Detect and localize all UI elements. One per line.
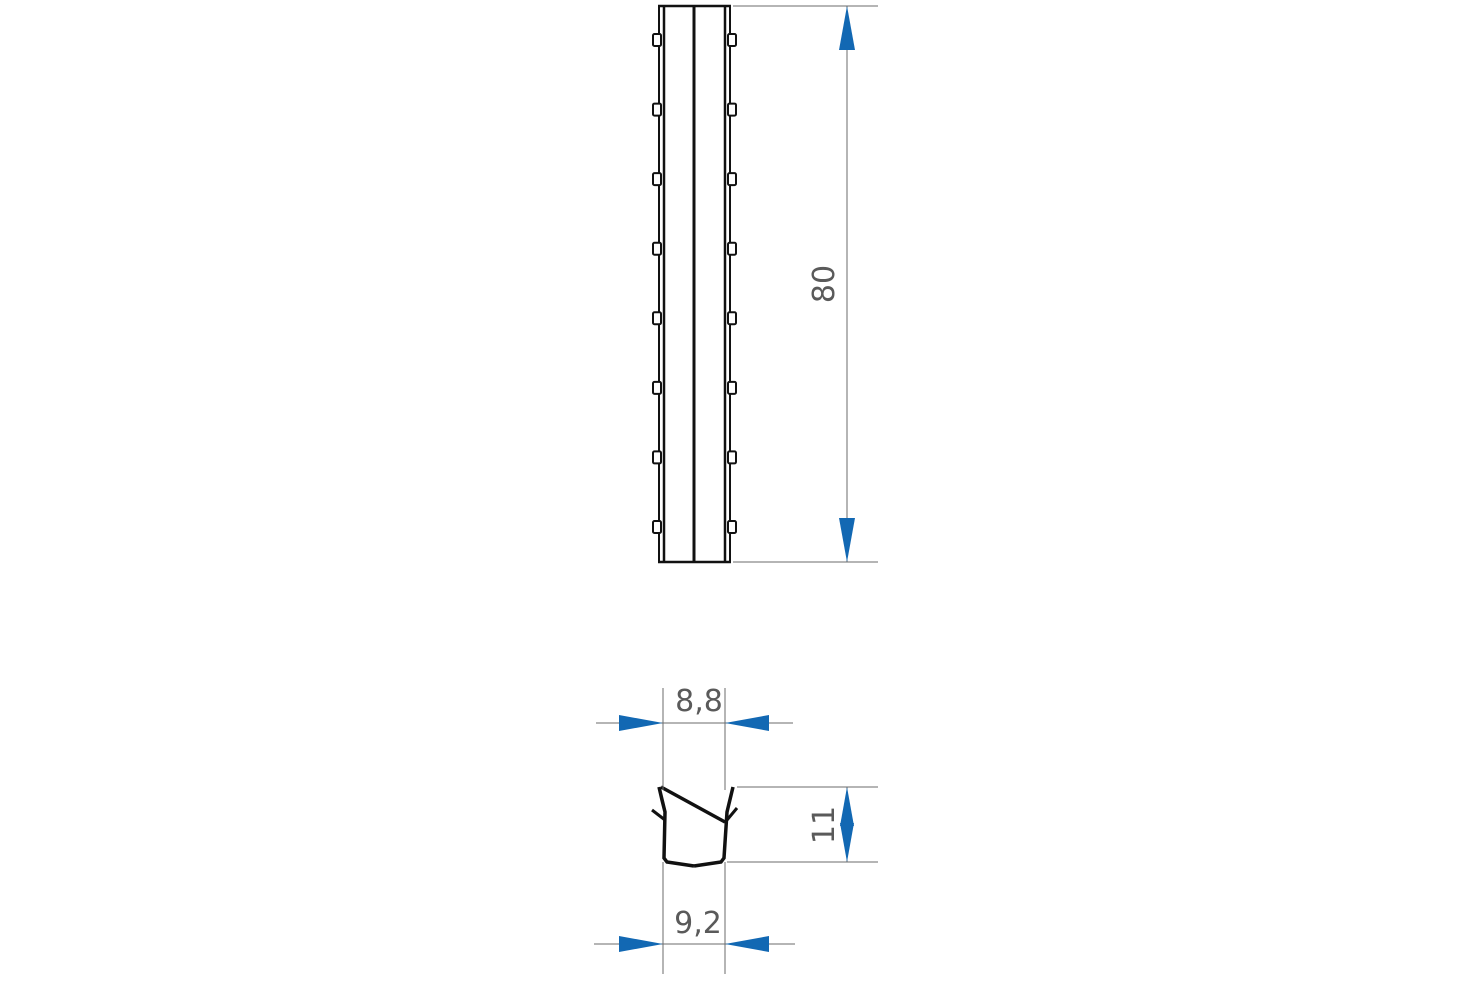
notch-right-5 <box>727 311 737 326</box>
cross-section <box>651 785 739 868</box>
notch-right-7 <box>727 450 737 465</box>
height-arrow-top <box>840 787 854 826</box>
top-width-arrow-right <box>725 715 769 731</box>
length-arrow-top <box>839 6 855 50</box>
notch-right-3 <box>727 172 737 187</box>
profile-right-wall <box>693 786 735 868</box>
bottom-width-label: 9,2 <box>674 906 722 941</box>
notch-left-7 <box>652 450 662 465</box>
height-dimension: 11 <box>727 786 878 863</box>
notch-left-6 <box>652 380 662 395</box>
notch-group <box>652 33 737 534</box>
bottom-width-arrow-left <box>619 936 663 952</box>
height-label: 11 <box>807 806 842 844</box>
profile-right-lip <box>725 807 739 821</box>
profile-left-wall <box>657 786 695 868</box>
notch-left-8 <box>652 520 662 534</box>
height-arrow-bottom <box>840 823 854 862</box>
notch-left-3 <box>652 172 662 187</box>
profile-left-lip <box>651 808 666 822</box>
top-width-label: 8,8 <box>675 684 723 719</box>
notch-right-2 <box>727 102 737 117</box>
side-view <box>652 4 737 564</box>
bottom-width-dimension: 9,2 <box>594 862 795 974</box>
profile-slanted-flap <box>660 785 726 824</box>
length-arrow-bottom <box>839 518 855 562</box>
notch-right-1 <box>727 33 737 47</box>
notch-left-4 <box>652 241 662 256</box>
bottom-width-arrow-right <box>725 936 769 952</box>
notch-left-1 <box>652 33 662 47</box>
notch-left-2 <box>652 102 662 117</box>
length-label: 80 <box>807 265 842 303</box>
notch-right-6 <box>727 380 737 395</box>
top-width-dimension: 8,8 <box>596 684 793 790</box>
notch-left-5 <box>652 311 662 326</box>
top-width-arrow-left <box>619 715 663 731</box>
notch-right-8 <box>727 520 737 534</box>
length-dimension: 80 <box>733 5 878 563</box>
notch-right-4 <box>727 241 737 256</box>
